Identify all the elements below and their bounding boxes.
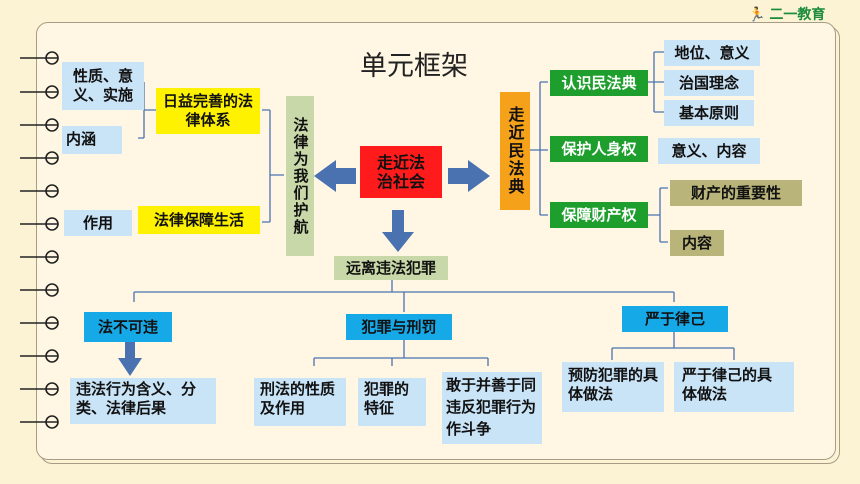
right-leaf-2-label: 治国理念 xyxy=(678,73,739,92)
runner-icon: 🏃 xyxy=(748,6,766,22)
bottom-main-node: 远离违法犯罪 xyxy=(334,256,448,280)
bottom-leaf-2: 刑法的性质及作用 xyxy=(254,378,346,426)
bottom-leaf-4-label: 敢于并善于同违反犯罪行为作斗争 xyxy=(446,376,537,438)
bottom-branch-2-label: 犯罪与刑罚 xyxy=(361,317,437,336)
bracket-left-main xyxy=(262,109,284,223)
right-leaf-5: 财产的重要性 xyxy=(670,180,802,206)
right-main-node: 走近民法典 xyxy=(500,92,530,210)
ring-3 xyxy=(20,118,59,132)
bottom-leaf-1: 违法行为含义、分类、法律后果 xyxy=(70,378,216,424)
left-branch-1-label: 日益完善的法律体系 xyxy=(162,92,253,129)
right-leaf-2: 治国理念 xyxy=(664,70,754,96)
center-node: 走近法治社会 xyxy=(360,146,442,198)
right-main-label: 走近民法典 xyxy=(505,106,525,196)
left-leaf-1: 性质、意义、实施 xyxy=(62,62,144,110)
right-leaf-5-label: 财产的重要性 xyxy=(690,183,781,202)
ring-4 xyxy=(20,151,59,165)
ring-10 xyxy=(20,349,59,363)
left-branch-2-label: 法律保障生活 xyxy=(153,210,244,229)
bracket-right-main xyxy=(530,81,548,216)
ring-6 xyxy=(20,217,59,231)
right-branch-1-label: 认识民法典 xyxy=(561,73,637,92)
right-leaf-6: 内容 xyxy=(670,230,724,256)
bottom-leaf-6-label: 严于律己的具体做法 xyxy=(682,366,773,403)
left-main-node: 法律为我们护航 xyxy=(286,96,314,256)
right-leaf-4: 意义、内容 xyxy=(658,138,760,164)
arrow-down-c1 xyxy=(118,342,142,376)
bottom-main-label: 远离违法犯罪 xyxy=(345,258,436,277)
bottom-leaf-3-label: 犯罪的特征 xyxy=(364,380,410,417)
ring-11 xyxy=(20,382,59,396)
bracket-right-g3 xyxy=(648,187,668,243)
right-leaf-1: 地位、意义 xyxy=(664,40,760,66)
ring-9 xyxy=(20,316,59,330)
bottom-leaf-4: 敢于并善于同违反犯罪行为作斗争 xyxy=(442,372,542,444)
left-leaf-2-label: 内涵 xyxy=(66,130,97,148)
brand-logo: 🏃 二一教育 xyxy=(748,4,825,24)
left-leaf-3: 作用 xyxy=(64,210,132,236)
arrow-right xyxy=(448,160,490,192)
logo-text: 二一教育 xyxy=(769,6,826,22)
center-node-label: 走近法治社会 xyxy=(376,153,425,191)
bottom-leaf-2-label: 刑法的性质及作用 xyxy=(260,380,336,417)
bottom-branch-1: 法不可违 xyxy=(84,312,172,342)
right-leaf-3: 基本原则 xyxy=(664,100,754,126)
bottom-leaf-5: 预防犯罪的具体做法 xyxy=(562,362,664,412)
left-main-label: 法律为我们护航 xyxy=(291,116,310,236)
right-leaf-3-label: 基本原则 xyxy=(678,103,739,122)
arrow-down-main xyxy=(382,210,414,252)
arrow-left xyxy=(314,160,356,192)
right-leaf-1-label: 地位、意义 xyxy=(674,43,750,62)
bottom-branch-1-label: 法不可违 xyxy=(97,317,158,336)
bottom-leaf-1-label: 违法行为含义、分类、法律后果 xyxy=(76,380,197,417)
left-branch-1: 日益完善的法律体系 xyxy=(156,88,260,134)
right-branch-3: 保障财产权 xyxy=(550,202,648,228)
bracket-bottom-c2 xyxy=(313,340,489,366)
bracket-bottom-main xyxy=(133,279,675,312)
bottom-leaf-6: 严于律己的具体做法 xyxy=(674,362,794,412)
bottom-branch-3-label: 严于律己 xyxy=(644,309,705,328)
ring-1 xyxy=(20,51,59,65)
bottom-leaf-3: 犯罪的特征 xyxy=(358,378,426,426)
ring-12 xyxy=(20,415,59,429)
page-title: 单元框架 xyxy=(360,51,468,82)
bracket-right-g1 xyxy=(648,51,664,113)
right-leaf-6-label: 内容 xyxy=(681,233,712,252)
bottom-branch-2: 犯罪与刑罚 xyxy=(346,314,452,340)
left-branch-2: 法律保障生活 xyxy=(138,206,260,234)
ring-2 xyxy=(20,85,59,99)
left-leaf-2: 内涵 xyxy=(62,126,122,154)
left-leaf-3-label: 作用 xyxy=(82,213,113,232)
ring-5 xyxy=(20,184,59,198)
ring-8 xyxy=(20,283,59,297)
bottom-leaf-5-label: 预防犯罪的具体做法 xyxy=(568,366,659,403)
right-branch-2-label: 保护人身权 xyxy=(561,139,637,158)
bracket-left-b1 xyxy=(138,81,156,139)
right-branch-1: 认识民法典 xyxy=(550,70,648,96)
left-leaf-1-label: 性质、意义、实施 xyxy=(72,67,133,104)
bracket-bottom-c3 xyxy=(611,332,735,360)
bottom-branch-3: 严于律己 xyxy=(622,306,728,332)
right-leaf-4-label: 意义、内容 xyxy=(671,141,747,160)
right-branch-3-label: 保障财产权 xyxy=(561,205,637,224)
right-branch-2: 保护人身权 xyxy=(550,136,648,162)
ring-7 xyxy=(20,250,59,264)
